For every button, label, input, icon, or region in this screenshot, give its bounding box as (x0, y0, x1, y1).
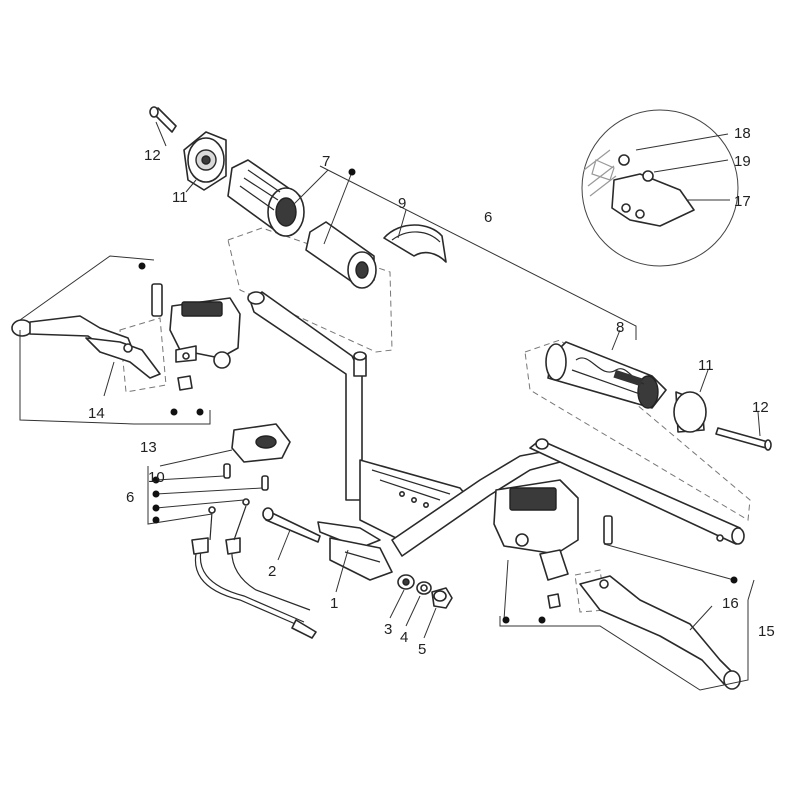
callout-3: 3 (384, 621, 392, 638)
callout-12-left: 12 (144, 147, 161, 164)
master-cylinder-left (151, 283, 241, 391)
callout-4: 4 (400, 629, 408, 646)
handlebar-frame (247, 291, 745, 581)
bar-end-weight-11-right (673, 391, 707, 433)
callout-16: 16 (722, 595, 739, 612)
lever-16-right (579, 575, 741, 690)
callout-17: 17 (734, 193, 751, 210)
washers-nuts (397, 574, 453, 609)
callout-6-top: 6 (484, 209, 492, 226)
grip-7-left (227, 159, 305, 237)
master-cylinder-right (493, 479, 613, 609)
callout-labels: 12 11 7 9 6 8 11 12 14 13 10 6 2 1 3 4 5… (88, 125, 775, 658)
callout-9: 9 (398, 195, 406, 212)
callout-8: 8 (616, 319, 624, 336)
callout-5: 5 (418, 641, 426, 658)
cables (191, 498, 317, 639)
callout-11-right: 11 (698, 357, 714, 374)
reference-dots (138, 168, 738, 624)
callout-11-left: 11 (172, 189, 188, 206)
callout-19: 19 (734, 153, 751, 170)
callout-6-left: 6 (126, 489, 134, 506)
callout-1: 1 (330, 595, 338, 612)
lever-14-left (11, 315, 161, 379)
cover-10 (223, 423, 291, 491)
grip-8-right (545, 341, 667, 409)
callout-13: 13 (140, 439, 157, 456)
callout-14: 14 (88, 405, 105, 422)
detail-circle (581, 109, 739, 267)
callout-12-right: 12 (752, 399, 769, 416)
grip-sleeve-7 (305, 221, 377, 289)
screw-12-right (715, 427, 772, 451)
callout-7: 7 (322, 153, 330, 170)
callout-18: 18 (734, 125, 751, 142)
cover-9 (383, 224, 447, 263)
callout-2: 2 (268, 563, 276, 580)
bar-end-weight-11-left (183, 131, 227, 191)
leader-lines (19, 121, 761, 691)
screw-12-left (149, 106, 177, 133)
callout-10: 10 (148, 469, 165, 486)
bolt-2 (262, 507, 321, 543)
callout-15: 15 (758, 623, 775, 640)
dashed-assembly-outlines (119, 227, 751, 613)
